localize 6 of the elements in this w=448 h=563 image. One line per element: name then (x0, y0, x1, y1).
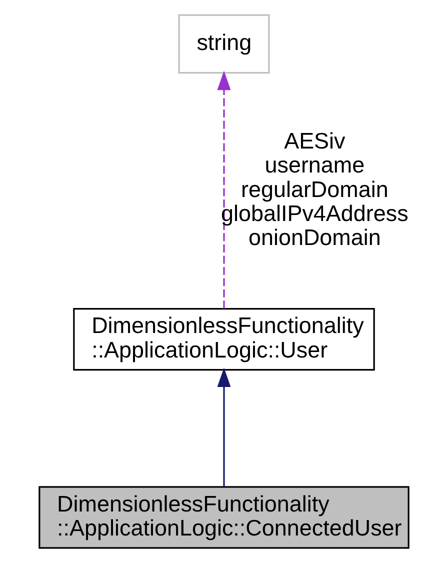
node-box: DimensionlessFunctionality ::ApplicationLogic::ConnectedUser (38, 486, 410, 549)
edge-label: AESiv username regularDomain globalIPv4Address onionDomain (221, 128, 408, 250)
arrow (217, 70, 231, 309)
arrow (217, 368, 231, 486)
node-box: string (178, 14, 270, 74)
node-box: DimensionlessFunctionality ::ApplicationLogic::User (73, 308, 375, 371)
